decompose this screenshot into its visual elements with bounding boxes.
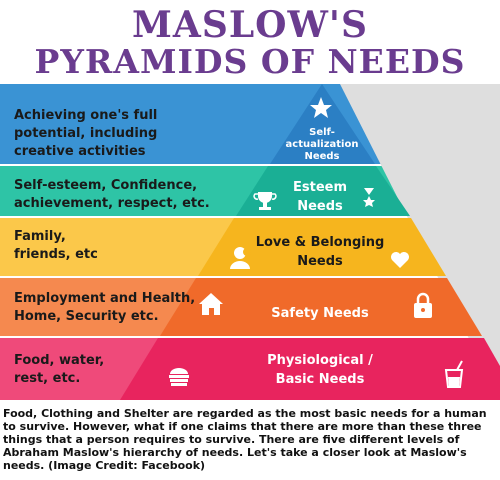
drink-icon <box>444 360 464 388</box>
level-description-esteem: Self-esteem, Confidence, achievement, re… <box>14 178 210 211</box>
home-icon <box>199 293 223 315</box>
pyramid-label-self-actualization: Self- actualization Needs <box>285 127 359 162</box>
pyramid-level-love-belonging <box>198 218 446 276</box>
heart-icon <box>391 252 409 268</box>
pyramid-diagram <box>0 84 500 400</box>
level-description-self-actualization: Achieving one's full potential, includin… <box>14 108 158 159</box>
level-description-physiological: Food, water, rest, etc. <box>14 353 105 386</box>
level-description-safety: Employment and Health, Home, Security et… <box>14 291 196 324</box>
lock-icon <box>414 292 432 318</box>
pyramid-label-physiological: Physiological / Basic Needs <box>267 353 373 387</box>
pyramid-level-self-actualization <box>270 84 375 164</box>
caption: Food, Clothing and Shelter are regarded … <box>3 407 487 472</box>
medal-icon <box>363 188 375 207</box>
trophy-icon <box>253 192 277 210</box>
pyramid-level-physiological <box>120 338 500 400</box>
title-line-2: PYRAMIDS OF NEEDS <box>34 42 466 81</box>
title-line-1: MASLOW'S <box>132 4 368 46</box>
pyramid-label-safety: Safety Needs <box>271 306 369 321</box>
pyramid-label-esteem: Esteem Needs <box>292 180 347 214</box>
food-icon <box>169 368 189 386</box>
pyramid-label-love-belonging: Love & Belonging Needs <box>255 235 385 269</box>
people-icon <box>230 247 251 269</box>
level-description-love-belonging: Family, friends, etc <box>14 229 98 262</box>
pyramid-level-safety <box>160 278 482 336</box>
star-icon <box>310 97 332 118</box>
